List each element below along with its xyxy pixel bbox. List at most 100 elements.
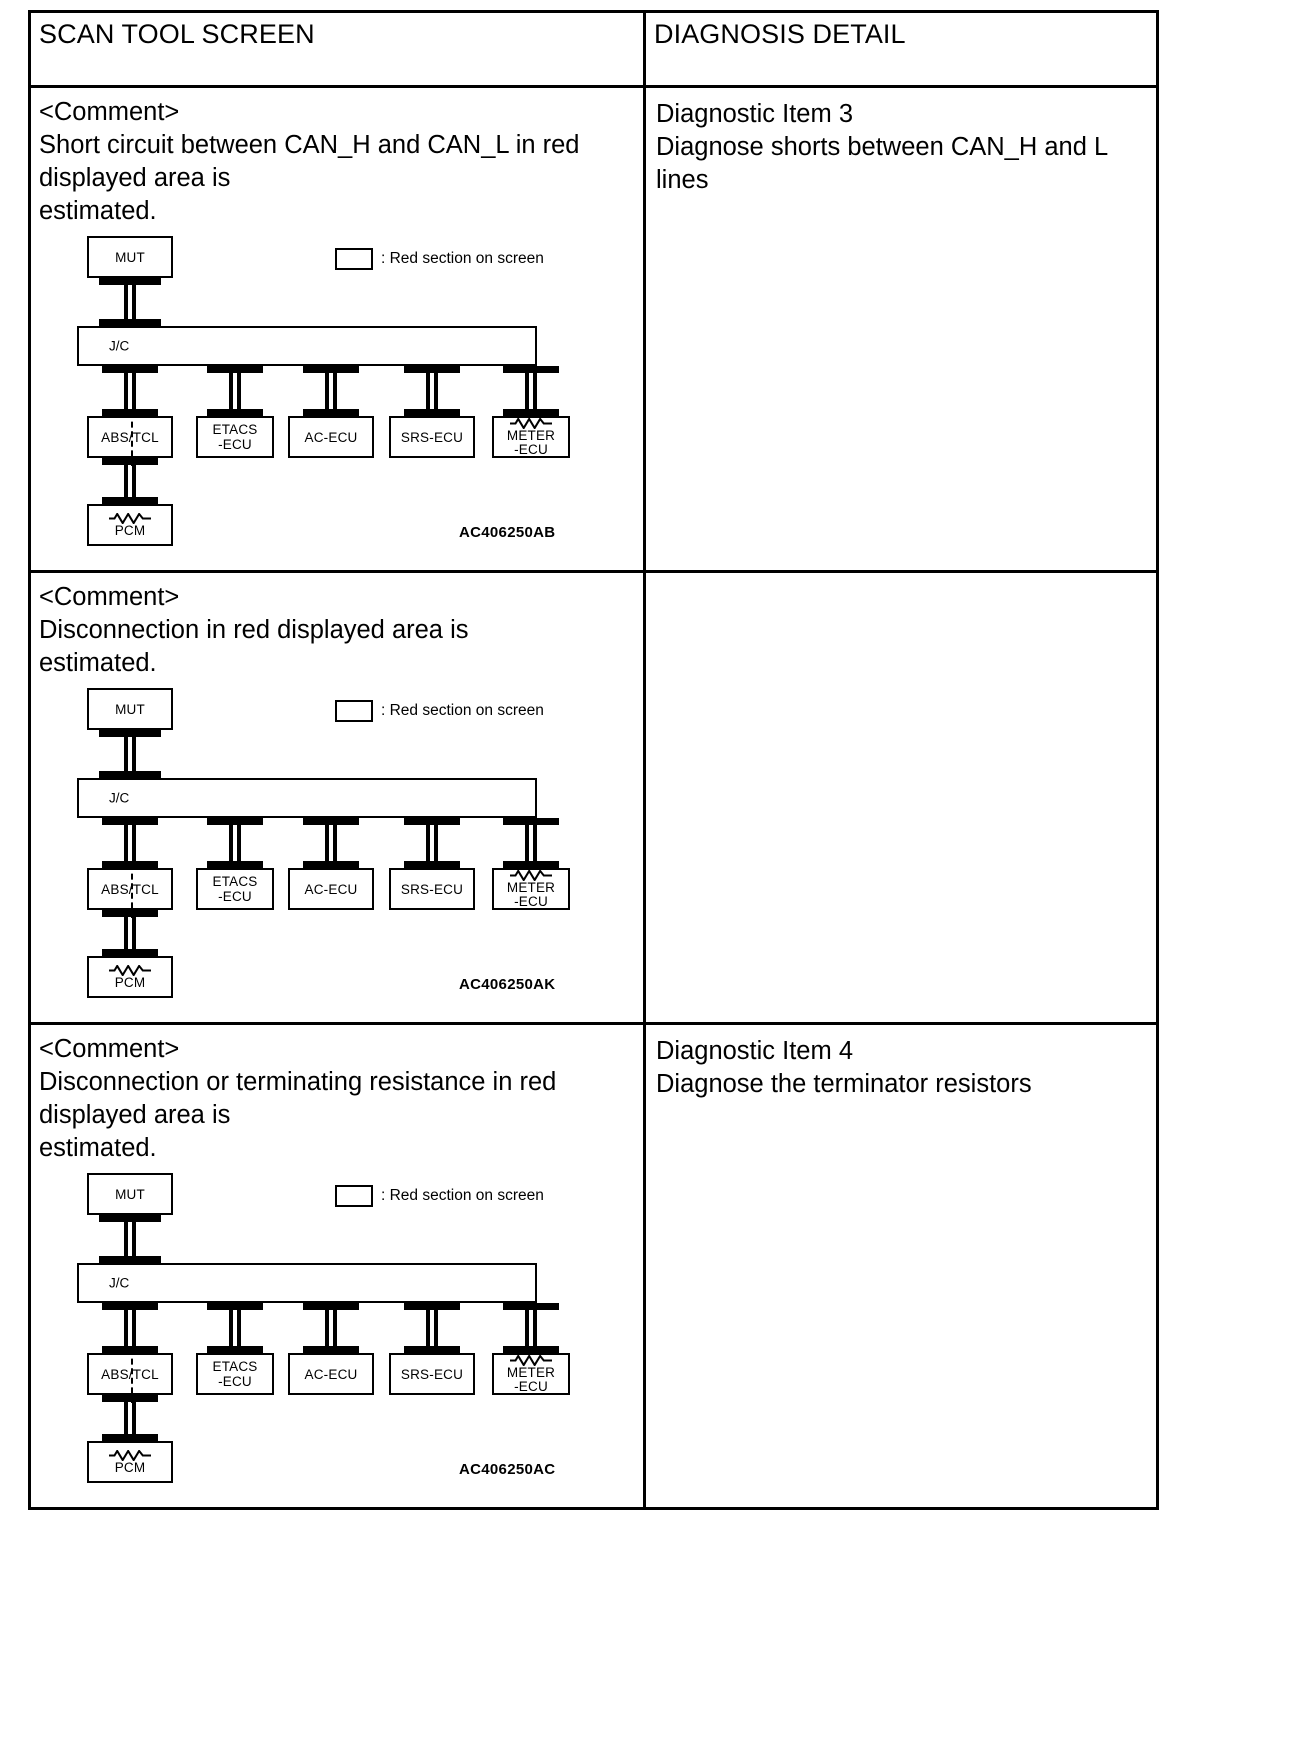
ecu-box-3-label: SRS-ECU [400,881,464,897]
connector-plate-bottom [303,409,359,416]
connector-plate-bottom [102,497,158,504]
header-cell-diagnosis-detail: DIAGNOSIS DETAIL [643,10,1159,88]
connector-plate-top [503,1303,559,1310]
ecu-box-1-label: ETACS -ECU [212,1359,258,1389]
can-low-wire [434,1308,438,1348]
mut-box-label: MUT [115,701,145,717]
can-low-wire [132,1220,136,1258]
connector-plate-bottom [404,409,460,416]
can-low-wire [237,371,241,411]
comment-line-3-2: estimated. [39,1134,157,1162]
header-cell-scan-tool-screen: SCAN TOOL SCREEN [28,10,646,88]
connector-jc-to-ecu-3 [404,1303,460,1353]
connector-plate-top [303,1303,359,1310]
ecu-box-1: ETACS -ECU [196,1353,274,1395]
connector-jc-to-ecu-2 [303,818,359,868]
connector-plate-top [102,1395,158,1402]
connector-plate-top [303,366,359,373]
diagnostic-item-3: Diagnostic Item 4 [656,1037,854,1065]
can-low-wire [237,1308,241,1348]
connector-plate-bottom [503,409,559,416]
ecu-box-1: ETACS -ECU [196,416,274,458]
diagnosis-line-3-0: Diagnose the terminator resistors [656,1070,1032,1098]
legend-label: : Red section on screen [381,250,544,267]
pcm-box: PCM [87,1441,173,1483]
connector-jc-to-ecu-0 [102,366,158,416]
connector-plate-bottom [207,1346,263,1353]
table-header-row: SCAN TOOL SCREEN DIAGNOSIS DETAIL [28,10,1159,88]
can-low-wire [132,735,136,773]
connector-plate-bottom [99,771,161,778]
mut-box-label: MUT [115,1186,145,1202]
ecu-box-2-label: AC-ECU [304,1366,358,1382]
ecu-box-3: SRS-ECU [389,416,475,458]
connector-plate-top [99,730,161,737]
legend-label: : Red section on screen [381,1187,544,1204]
connector-jc-to-ecu-4 [503,818,559,868]
connector-plate-bottom [404,1346,460,1353]
legend-red-section: : Red section on screen [335,700,544,722]
legend-swatch-icon [335,1185,373,1207]
can-low-wire [533,371,537,411]
mut-box: MUT [87,688,173,730]
connector-plate-top [404,818,460,825]
can-low-wire [434,823,438,863]
comment-block-3: <Comment> Disconnection or terminating r… [31,1025,643,1507]
connector-jc-to-ecu-2 [303,1303,359,1353]
can-high-wire [124,463,128,499]
comment-line-3-0: Disconnection or terminating resistance … [39,1068,557,1096]
scan-tool-table: SCAN TOOL SCREEN DIAGNOSIS DETAIL <Comme… [28,10,1159,1510]
connector-plate-bottom [102,1346,158,1353]
can-high-wire [229,371,233,411]
legend-red-section: : Red section on screen [335,1185,544,1207]
ecu-box-4-label: METER -ECU [506,879,556,909]
connector-plate-bottom [303,861,359,868]
diagnosis-text-3: Diagnostic Item 4 Diagnose the terminato… [646,1025,1156,1101]
connector-plate-top [503,818,559,825]
ecu-box-4: METER -ECU [492,868,570,910]
header-label-diagnosis-detail: DIAGNOSIS DETAIL [654,19,906,49]
can-high-wire [124,1308,128,1348]
connector-plate-bottom [102,949,158,956]
connector-plate-bottom [503,861,559,868]
connector-plate-bottom [102,409,158,416]
ecu-box-2-label: AC-ECU [304,429,358,445]
mut-box: MUT [87,1173,173,1215]
can-high-wire [124,283,128,321]
can-low-wire [533,1308,537,1348]
scan-tool-cell-2: <Comment> Disconnection in red displayed… [28,570,646,1025]
can-high-wire [124,823,128,863]
can-high-wire [325,1308,329,1348]
ecu-box-3: SRS-ECU [389,1353,475,1395]
connector-jc-to-ecu-4 [503,1303,559,1353]
can-low-wire [434,371,438,411]
connector-plate-bottom [503,1346,559,1353]
ecu-box-4: METER -ECU [492,416,570,458]
ecu-box-2: AC-ECU [288,416,374,458]
connector-jc-to-ecu-0 [102,1303,158,1353]
connector-plate-top [102,1303,158,1310]
diagnosis-line-1-1: lines [656,166,709,194]
pcm-box: PCM [87,956,173,998]
connector-plate-top [503,366,559,373]
can-high-wire [426,371,430,411]
header-label-scan-tool-screen: SCAN TOOL SCREEN [39,19,315,49]
connector-abs-to-pcm [102,910,158,956]
drawing-code: AC406250AB [459,524,556,541]
jc-junction-block: J/C [77,1263,537,1303]
legend-swatch-icon [335,700,373,722]
can-high-wire [525,371,529,411]
ecu-box-0-label: ABS/TCL [101,881,159,897]
can-low-wire [132,823,136,863]
ecu-box-4-label: METER -ECU [506,427,556,457]
jc-label: J/C [109,1275,130,1291]
connector-jc-to-ecu-4 [503,366,559,416]
can-high-wire [124,915,128,951]
legend-red-section: : Red section on screen [335,248,544,270]
connector-plate-top [102,366,158,373]
connector-jc-to-ecu-3 [404,818,460,868]
comment-text-2: <Comment> Disconnection in red displayed… [39,581,643,680]
terminator-resistor-icon [510,1354,552,1366]
diagnosis-cell-1: Diagnostic Item 3 Diagnose shorts betwee… [643,85,1159,573]
